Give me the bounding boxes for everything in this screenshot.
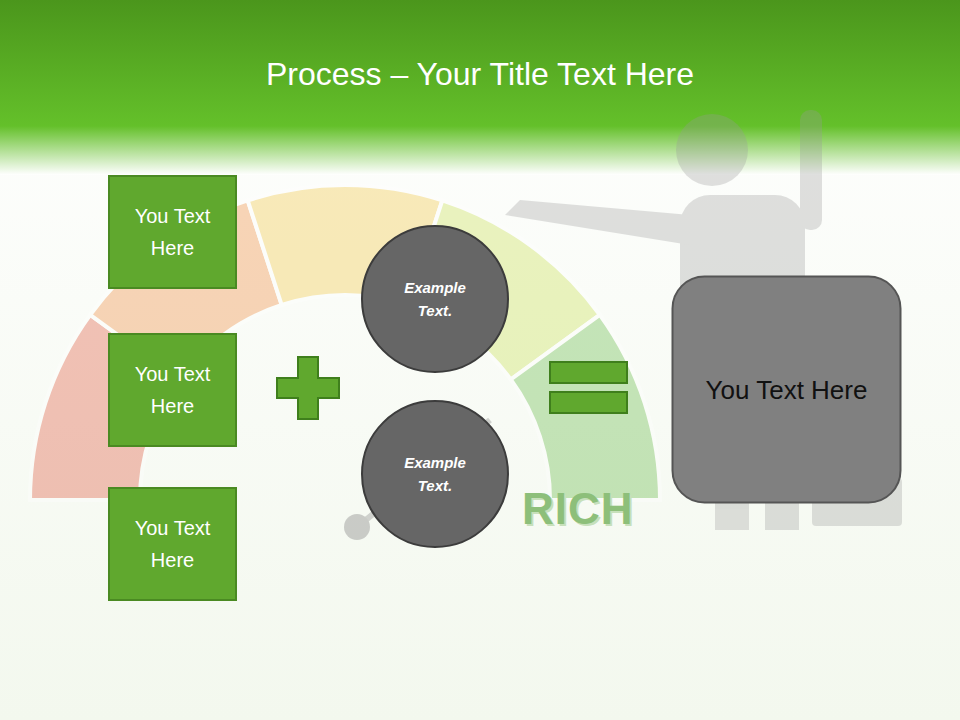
node-text: You Text Here	[123, 512, 223, 576]
node-text: You Text Here	[706, 374, 868, 406]
circle-shape	[362, 401, 508, 547]
figure-arm	[505, 200, 690, 245]
text-box: You Text Here	[108, 487, 237, 601]
text-box: You Text Here	[108, 175, 237, 289]
node-text: Example Text.	[395, 451, 475, 497]
rounded-shape	[673, 277, 901, 503]
illustration-word: RICH	[522, 484, 634, 534]
text-box: You Text Here	[108, 333, 237, 447]
example-circle: Example Text.	[360, 224, 510, 374]
node-outline	[360, 399, 510, 549]
equals-symbol	[550, 362, 627, 413]
equals-bar	[550, 392, 627, 413]
figure-head	[676, 114, 748, 186]
node-text: You Text Here	[123, 200, 223, 264]
equals-bar	[550, 362, 627, 383]
gauge-segment	[511, 315, 660, 500]
node-text: Example Text.	[395, 276, 475, 322]
slide-title: Process – Your Title Text Here	[0, 54, 960, 94]
result-box: You Text Here	[671, 275, 902, 504]
circle-shape	[362, 226, 508, 372]
plus-symbol	[277, 357, 339, 419]
plus-symbol	[277, 357, 339, 419]
example-circle: Example Text.	[360, 399, 510, 549]
node-outline	[360, 224, 510, 374]
gauge-hub	[344, 514, 370, 540]
figure	[505, 110, 902, 530]
node-text: You Text Here	[123, 358, 223, 422]
figure-arm	[800, 110, 822, 230]
